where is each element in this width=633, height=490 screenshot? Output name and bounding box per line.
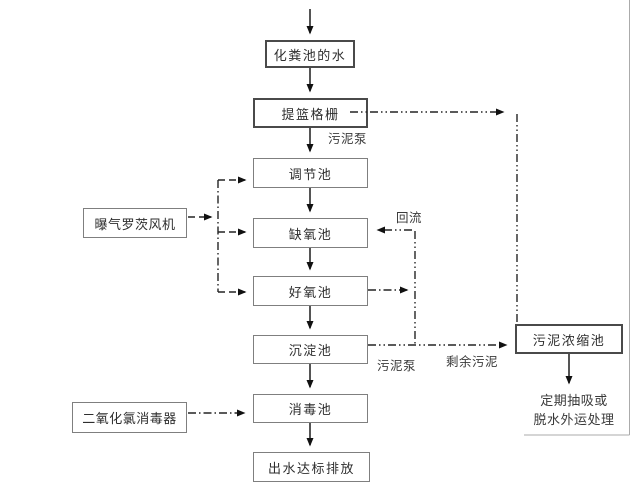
label-excess-sludge: 剩余污泥: [446, 354, 499, 369]
label-sludge-pump-top: 污泥泵: [328, 131, 368, 146]
label-sludge-disposal: 定期抽吸或 脱水外运处理: [520, 393, 628, 430]
node-aerobic-tank: 好氧池: [253, 276, 368, 306]
node-basket-screen: 提篮格栅: [253, 98, 368, 128]
label-reflux: 回流: [396, 210, 423, 225]
node-chlorine-dioxide-disinfector: 二氧化氯消毒器: [72, 402, 187, 433]
label-disposal-line1: 定期抽吸或: [540, 394, 608, 409]
node-sedimentation-tank: 沉淀池: [253, 335, 368, 364]
node-anoxic-tank: 缺氧池: [253, 218, 368, 248]
node-roots-blower: 曝气罗茨风机: [83, 208, 187, 238]
node-disinfection-tank: 消毒池: [253, 394, 368, 423]
label-disposal-line2: 脱水外运处理: [533, 412, 615, 428]
label-sludge-pump-bottom: 污泥泵: [377, 358, 417, 373]
node-septic-water: 化粪池的水: [265, 40, 355, 68]
node-effluent-discharge: 出水达标排放: [253, 452, 370, 482]
node-sludge-thickener: 污泥浓缩池: [515, 324, 623, 354]
node-regulating-tank: 调节池: [253, 158, 368, 188]
